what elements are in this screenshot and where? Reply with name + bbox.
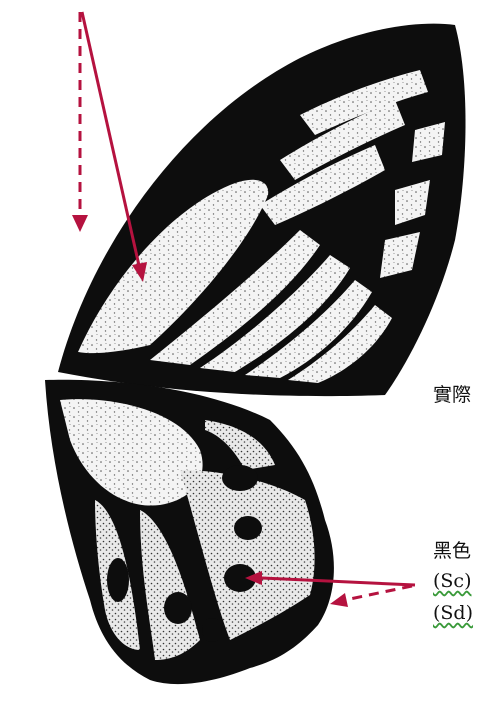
dashed-arrow-right-head [330, 593, 348, 607]
hindwing-spot-1 [222, 465, 258, 491]
label-actual: 實際 [433, 384, 471, 406]
label-sc: (Sc) [433, 570, 471, 592]
hindwing-spot-5 [107, 558, 129, 602]
hindwing-spot-6 [202, 618, 222, 642]
hindwing-spot-4 [164, 592, 192, 624]
dashed-arrow-top-head [72, 215, 88, 232]
hindwing [45, 380, 334, 684]
hindwing-spot-2 [234, 516, 262, 540]
solid-arrow-top-shaft [82, 12, 140, 270]
label-sd: (Sd) [433, 602, 473, 624]
dashed-arrow-right-shaft [345, 586, 412, 600]
label-black: 黑色 [433, 540, 471, 562]
forewing [58, 24, 466, 396]
